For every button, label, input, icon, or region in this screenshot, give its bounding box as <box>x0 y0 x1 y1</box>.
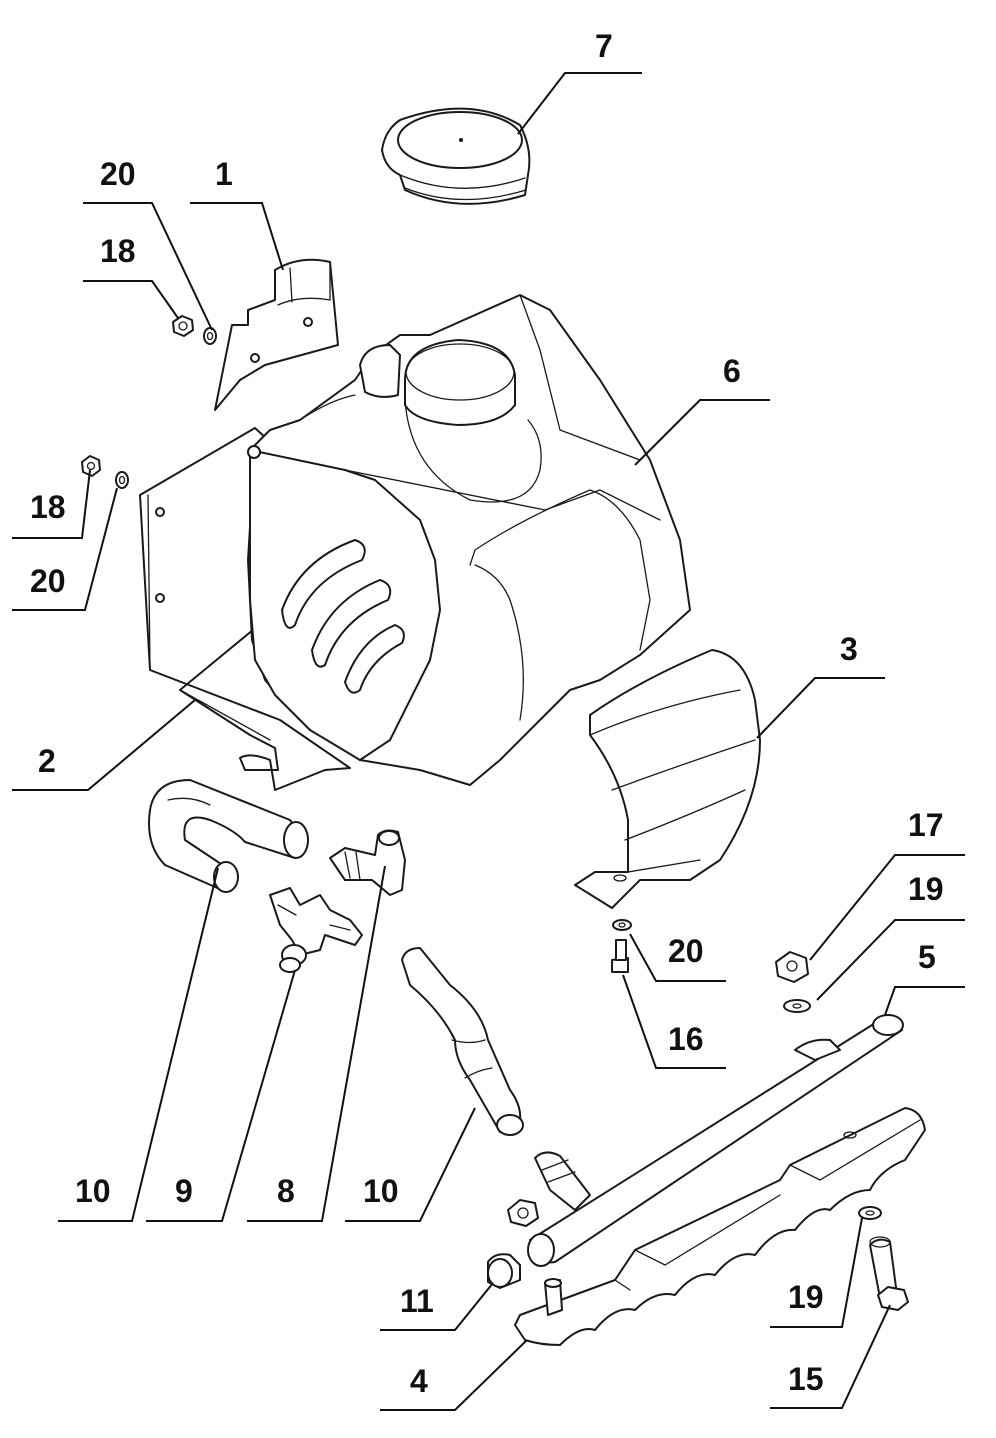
nut-and-washer-upper <box>172 315 217 345</box>
callout-20: 20 <box>30 563 66 599</box>
part-6-fluid-tank <box>247 294 691 786</box>
nut-and-washer-left <box>81 455 129 489</box>
callout-9: 9 <box>175 1173 193 1209</box>
callout-8: 8 <box>277 1173 295 1209</box>
callout-1: 1 <box>215 156 233 192</box>
callout-17: 17 <box>908 807 944 843</box>
callout-15: 15 <box>788 1361 824 1397</box>
part-11-plug <box>487 1253 521 1289</box>
callout-16: 16 <box>668 1021 704 1057</box>
washer-20-and-bolt-16 <box>611 919 632 973</box>
part-3-guard-shield <box>574 649 761 909</box>
leader-lines <box>12 72 965 1411</box>
callout-19: 19 <box>788 1279 824 1315</box>
callout-3: 3 <box>840 631 858 667</box>
callout-5: 5 <box>918 939 936 975</box>
callout-20: 20 <box>100 156 136 192</box>
part-2-mount-bracket <box>139 427 351 791</box>
callout-7: 7 <box>595 28 613 64</box>
callout-labels: 7 20 1 18 6 18 20 3 2 17 19 20 5 16 10 9… <box>30 28 944 1399</box>
part-5-manifold-bar <box>507 1014 904 1267</box>
callout-6: 6 <box>723 353 741 389</box>
callout-2: 2 <box>38 743 56 779</box>
part-10-u-hose-left <box>148 779 309 893</box>
callout-10: 10 <box>75 1173 111 1209</box>
callout-11: 11 <box>400 1283 434 1319</box>
callout-20: 20 <box>668 933 704 969</box>
nut-17-and-washer-19 <box>775 951 811 1013</box>
part-10-curved-hose-right <box>401 947 524 1136</box>
callout-18: 18 <box>100 233 136 269</box>
part-4-lower-rack <box>514 1107 926 1346</box>
callout-4: 4 <box>410 1363 428 1399</box>
part-1-bracket <box>214 258 339 411</box>
callout-18: 18 <box>30 489 66 525</box>
washer-19-and-bolt-15 <box>858 1206 909 1311</box>
part-9-t-fitting <box>269 887 363 973</box>
callout-19: 19 <box>908 871 944 907</box>
callout-10: 10 <box>363 1173 399 1209</box>
part-8-elbow-fitting <box>329 829 406 896</box>
part-7-tank-cap <box>381 107 531 205</box>
